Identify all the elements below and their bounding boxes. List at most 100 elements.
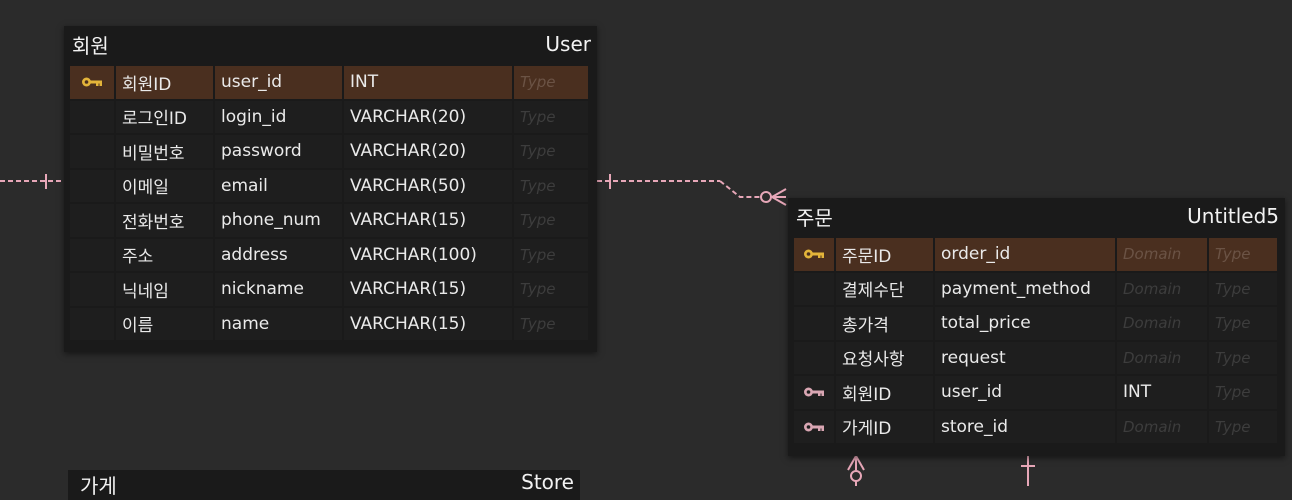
column-logical-name: 주문ID [836,238,933,271]
entity-columns: 주문ID order_id Domain Type 결제수단 payment_m… [788,234,1285,449]
column-physical-name: login_id [215,100,342,133]
entity-user[interactable]: 회원 User 회원ID user_id INT Type 로그인ID logi… [64,26,597,352]
column-type: VARCHAR(100) [344,238,512,271]
column-row[interactable]: 총가격 total_price Domain Type [794,307,1279,340]
foreign-key-icon [794,410,834,443]
primary-key-icon [70,66,114,99]
column-row[interactable]: 전화번호 phone_num VARCHAR(15) Type [70,204,591,237]
column-domain-placeholder: Domain [1117,410,1207,443]
column-domain-placeholder: Domain [1117,307,1207,340]
entity-store[interactable]: 가게 Store [68,470,580,500]
column-row[interactable]: 가게ID store_id Domain Type [794,410,1279,443]
column-type-placeholder: Type [1209,341,1277,374]
column-type: VARCHAR(20) [344,135,512,168]
column-type-placeholder: Type [1209,307,1277,340]
column-logical-name: 총가격 [836,307,933,340]
foreign-key-icon [794,376,834,409]
column-row[interactable]: 주문ID order_id Domain Type [794,238,1279,271]
column-physical-name: name [215,307,342,340]
key-cell [794,272,834,305]
column-physical-name: total_price [935,307,1115,340]
key-cell [70,169,114,202]
key-cell [70,238,114,271]
column-physical-name: store_id [935,410,1115,443]
column-type: VARCHAR(15) [344,273,512,306]
column-physical-name: order_id [935,238,1115,271]
key-cell [794,307,834,340]
key-cell [794,341,834,374]
key-cell [70,204,114,237]
relation-order-bottom [847,455,1035,486]
key-cell [70,307,114,340]
column-row[interactable]: 요청사항 request Domain Type [794,341,1279,374]
column-physical-name: password [215,135,342,168]
relation-left-into-user [0,174,64,189]
column-row[interactable]: 주소 address VARCHAR(100) Type [70,238,591,271]
column-row[interactable]: 닉네임 nickname VARCHAR(15) Type [70,273,591,306]
column-type-placeholder: Type [514,273,588,306]
column-type-placeholder: Type [514,169,588,202]
column-type-placeholder: Type [1209,410,1277,443]
column-row[interactable]: 비밀번호 password VARCHAR(20) Type [70,135,591,168]
entity-logical-name: 주문 [796,205,833,230]
column-logical-name: 회원ID [836,376,933,409]
column-physical-name: email [215,169,342,202]
column-row[interactable]: 결제수단 payment_method Domain Type [794,272,1279,305]
column-physical-name: user_id [215,66,342,99]
column-logical-name: 이메일 [116,169,213,202]
column-logical-name: 결제수단 [836,272,933,305]
column-type: VARCHAR(50) [344,169,512,202]
column-type: INT [344,66,512,99]
primary-key-icon [794,238,834,271]
key-cell [70,273,114,306]
column-logical-name: 전화번호 [116,204,213,237]
column-logical-name: 요청사항 [836,341,933,374]
column-logical-name: 비밀번호 [116,135,213,168]
column-type: VARCHAR(20) [344,100,512,133]
column-type-placeholder: Type [514,100,588,133]
column-domain-placeholder: Domain [1117,272,1207,305]
column-physical-name: payment_method [935,272,1115,305]
entity-logical-name: 회원 [72,33,109,58]
column-row[interactable]: 회원ID user_id INT Type [794,376,1279,409]
column-type-placeholder: Type [1209,238,1277,271]
column-physical-name: request [935,341,1115,374]
column-physical-name: address [215,238,342,271]
column-type: VARCHAR(15) [344,307,512,340]
entity-order[interactable]: 주문 Untitled5 주문ID order_id Domain Type 결… [788,198,1285,456]
column-type: INT [1117,376,1207,409]
key-cell [70,135,114,168]
column-type-placeholder: Type [514,204,588,237]
column-logical-name: 주소 [116,238,213,271]
column-logical-name: 회원ID [116,66,213,99]
entity-header[interactable]: 주문 Untitled5 [788,198,1285,234]
column-physical-name: user_id [935,376,1115,409]
entity-physical-name: Untitled5 [1187,204,1279,228]
entity-logical-name: 가게 [80,474,117,498]
column-logical-name: 로그인ID [116,100,213,133]
column-type-placeholder: Type [514,66,588,99]
entity-physical-name: User [545,32,591,56]
column-type-placeholder: Type [1209,376,1277,409]
column-type-placeholder: Type [514,307,588,340]
column-type: VARCHAR(15) [344,204,512,237]
column-logical-name: 닉네임 [116,273,213,306]
key-cell [70,100,114,133]
column-row[interactable]: 이름 name VARCHAR(15) Type [70,307,591,340]
column-physical-name: nickname [215,273,342,306]
column-row[interactable]: 로그인ID login_id VARCHAR(20) Type [70,100,591,133]
column-type-placeholder: Type [514,135,588,168]
column-type-placeholder: Type [514,238,588,271]
column-row[interactable]: 이메일 email VARCHAR(50) Type [70,169,591,202]
entity-columns: 회원ID user_id INT Type 로그인ID login_id VAR… [64,62,597,346]
column-domain-placeholder: Domain [1117,238,1207,271]
entity-physical-name: Store [521,470,574,494]
column-type-placeholder: Type [1209,272,1277,305]
column-logical-name: 이름 [116,307,213,340]
entity-header[interactable]: 회원 User [64,26,597,62]
column-row[interactable]: 회원ID user_id INT Type [70,66,591,99]
relation-user-order [597,174,787,206]
column-logical-name: 가게ID [836,410,933,443]
column-physical-name: phone_num [215,204,342,237]
